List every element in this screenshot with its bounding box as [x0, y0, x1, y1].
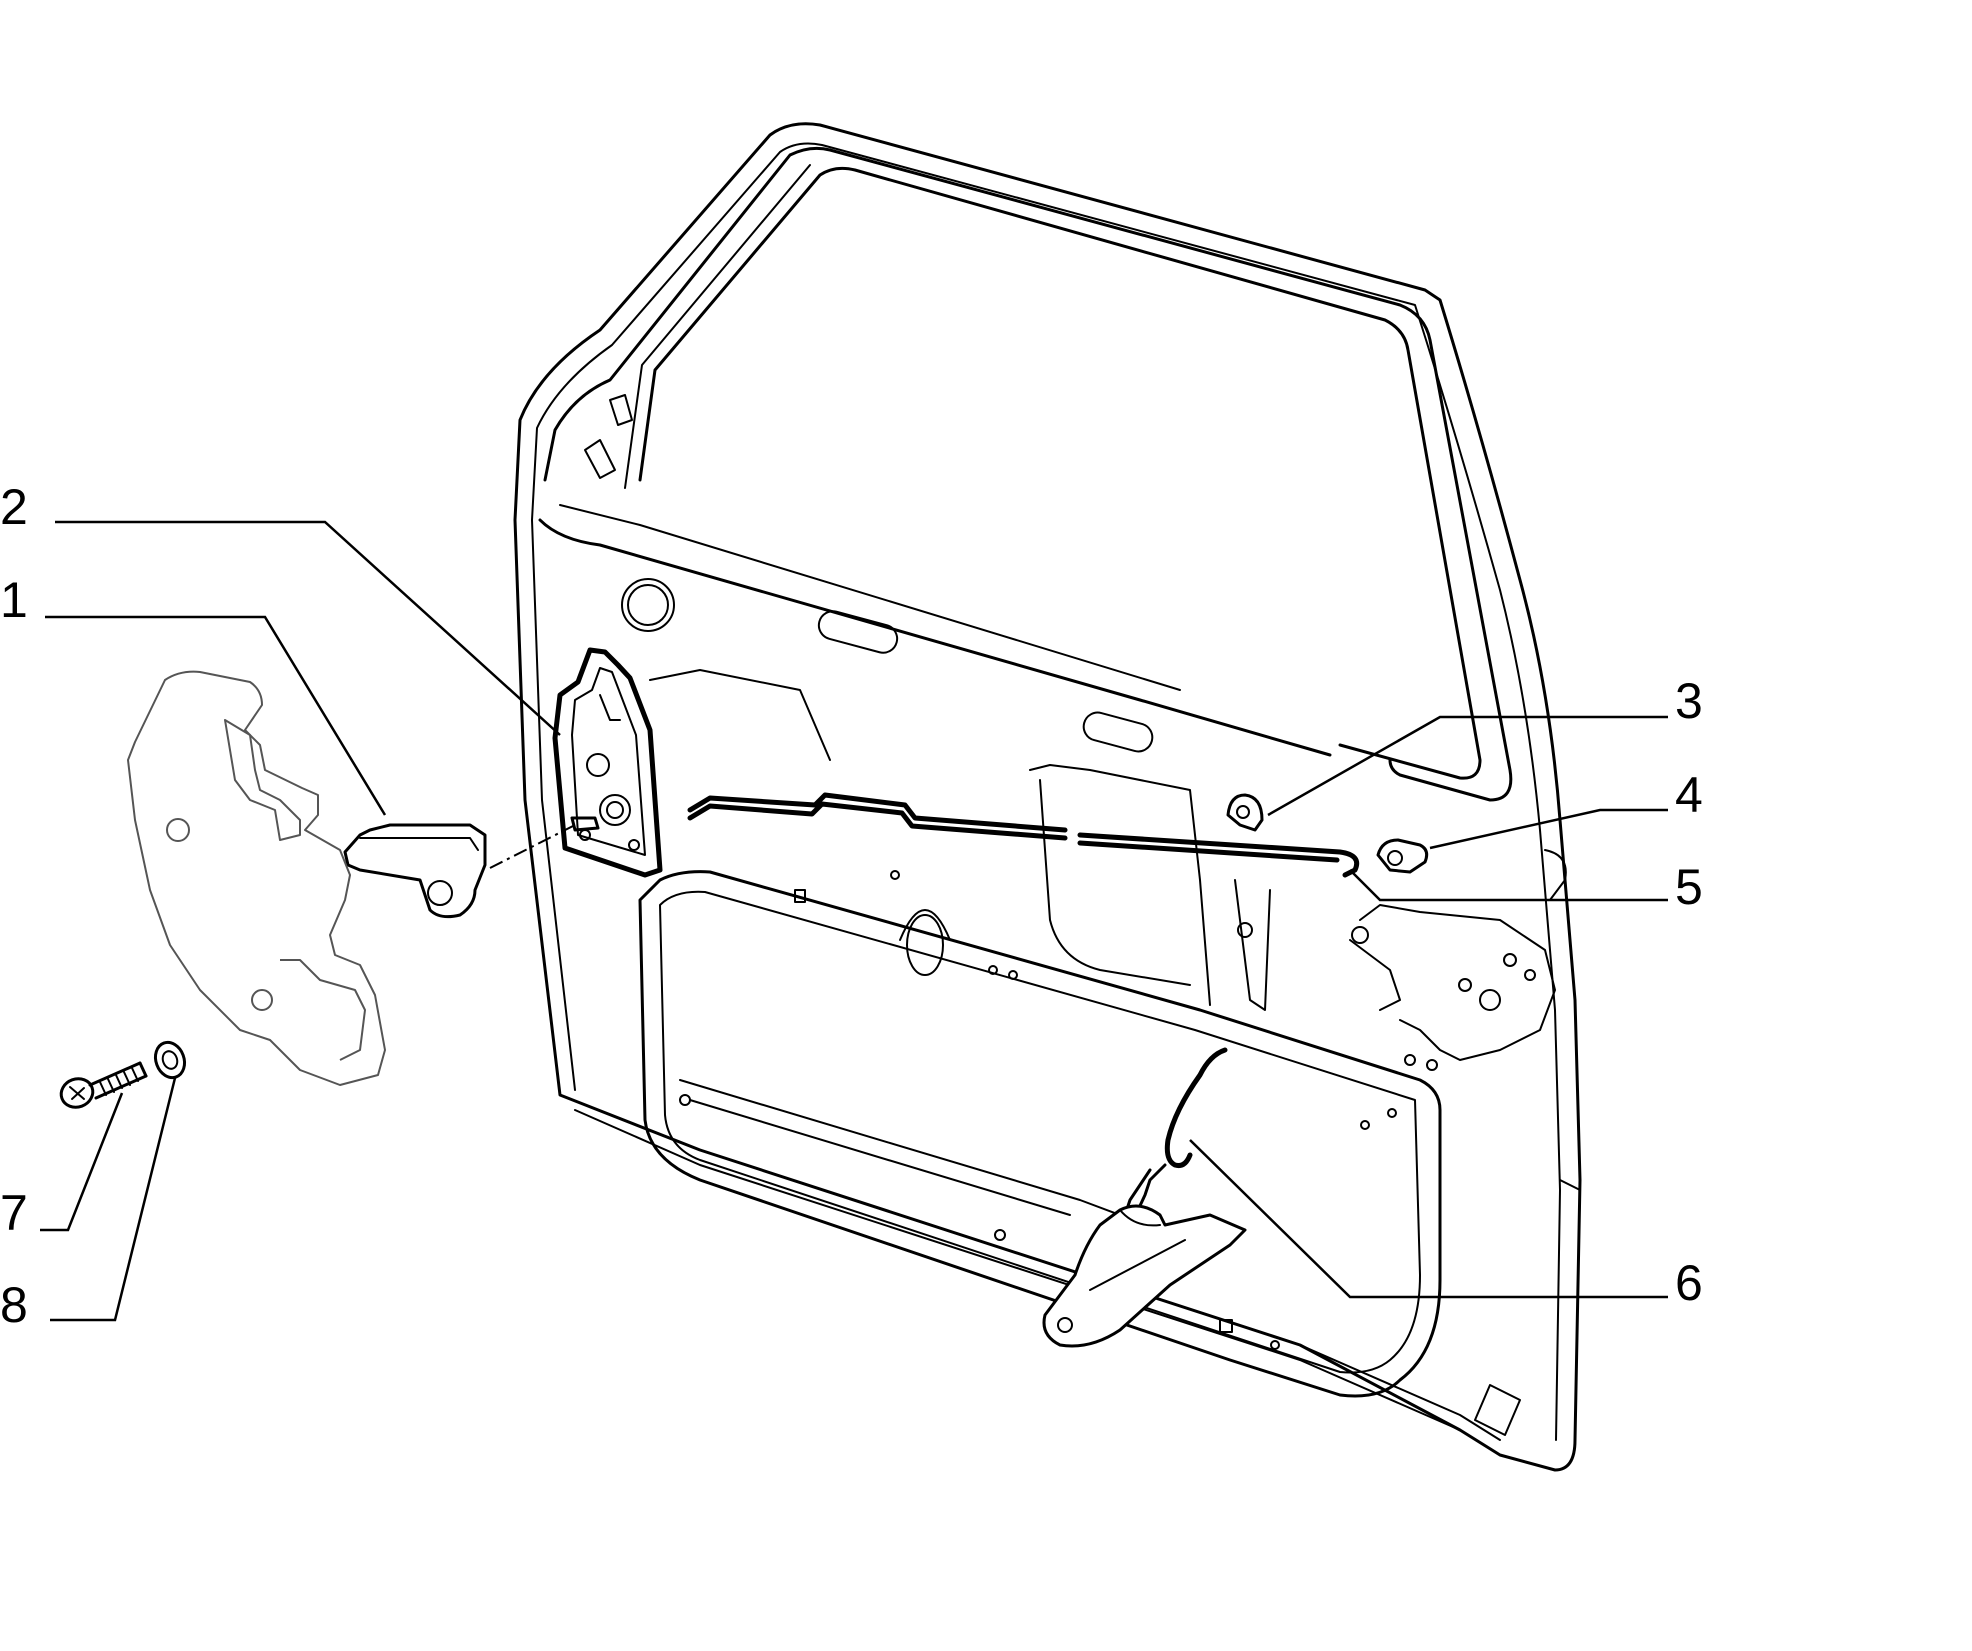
door-pull-handle	[343, 823, 576, 919]
leader-4	[1429, 808, 1668, 850]
callout-7: 7	[0, 1185, 28, 1241]
callout-numbers: 1 2 3 4 5 6 7 8	[0, 479, 1703, 1333]
washer	[153, 1040, 187, 1080]
callout-3: 3	[1675, 673, 1703, 729]
callout-4: 4	[1675, 767, 1703, 823]
leader-6	[1189, 1139, 1668, 1299]
leader-5	[1349, 869, 1668, 902]
callout-2: 2	[0, 479, 28, 535]
leader-8	[50, 1077, 177, 1322]
leader-3	[1267, 715, 1668, 817]
door-shell	[513, 122, 1582, 1472]
rod-grommet	[1376, 838, 1429, 874]
leader-1	[45, 615, 387, 816]
callout-6: 6	[1675, 1255, 1703, 1311]
rod-clip	[1226, 793, 1264, 832]
leader-2	[55, 520, 561, 736]
callout-8: 8	[0, 1277, 28, 1333]
inside-handle-latch	[552, 647, 663, 878]
latch-rod	[687, 792, 1360, 878]
window-regulator-cable	[1042, 1047, 1247, 1348]
callout-5: 5	[1675, 859, 1703, 915]
screw	[59, 1061, 148, 1109]
leader-7	[40, 1092, 124, 1232]
armrest-trim	[127, 670, 386, 1086]
callout-1: 1	[0, 572, 28, 628]
leader-lines	[40, 520, 1668, 1322]
